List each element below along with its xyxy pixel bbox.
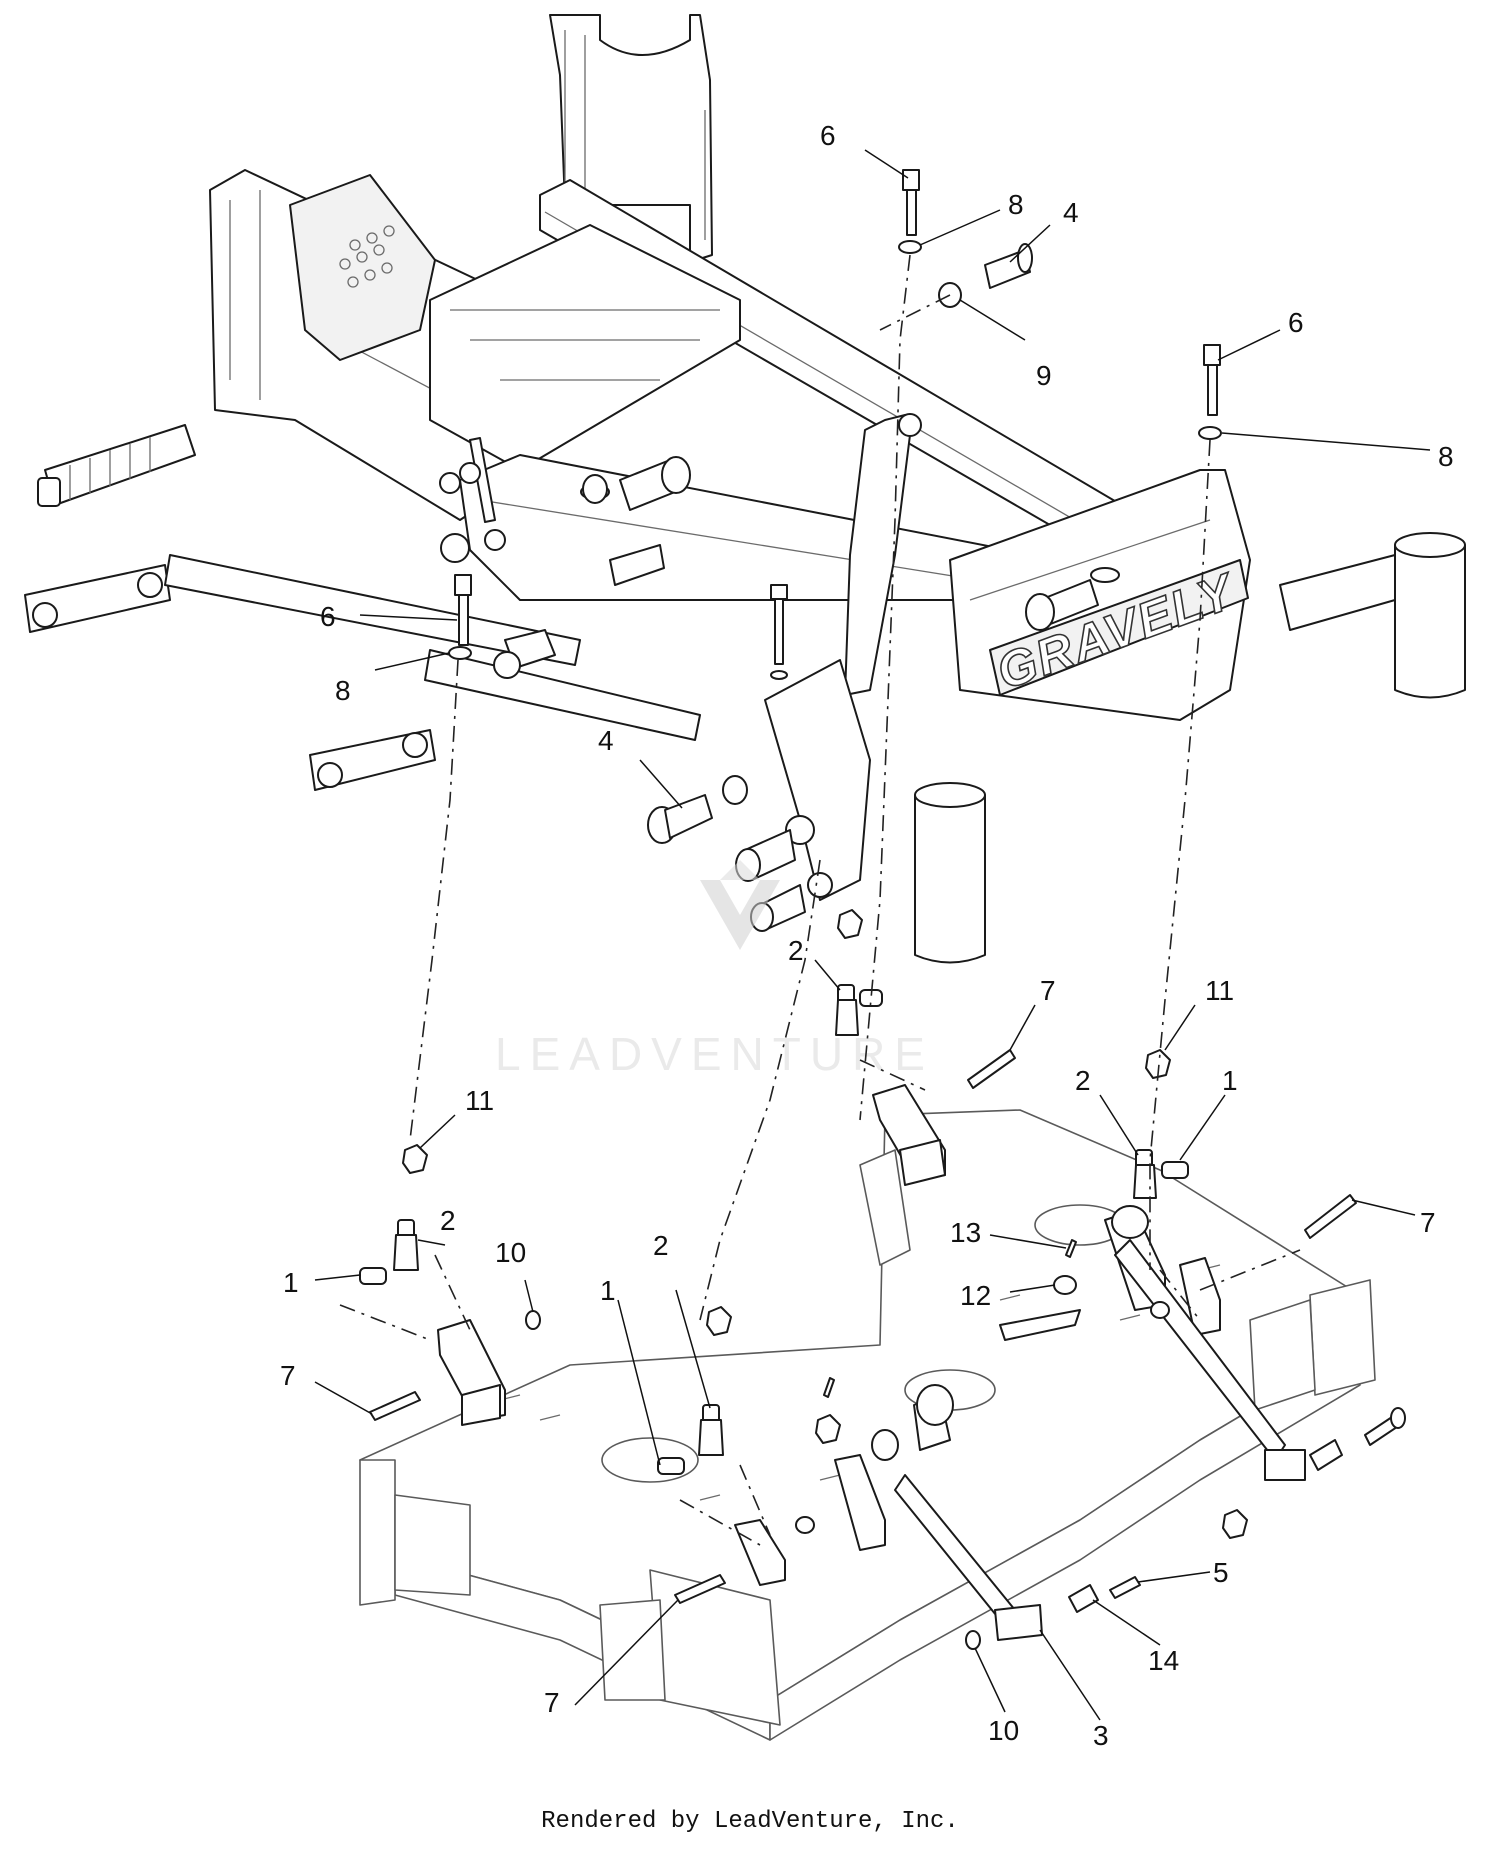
callout-2: 2 [653, 1230, 669, 1261]
callout-6: 6 [820, 120, 836, 151]
callout-6: 6 [320, 601, 336, 632]
callout-10: 10 [988, 1715, 1019, 1746]
callout-8: 8 [335, 675, 351, 706]
mower-deck [359, 1084, 1376, 1741]
callout-13: 13 [950, 1217, 981, 1248]
footer-credit: Rendered by LeadVenture, Inc. [541, 1808, 959, 1835]
callout-1: 1 [283, 1267, 299, 1298]
callout-14: 14 [1148, 1645, 1179, 1676]
callout-10: 10 [495, 1237, 526, 1268]
callout-leaders [314, 149, 1431, 1721]
watermark: LEADVENTURE [495, 860, 934, 1080]
callout-6: 6 [1288, 307, 1304, 338]
callout-11: 11 [465, 1085, 494, 1116]
callout-2: 2 [1075, 1065, 1091, 1096]
callout-2: 2 [788, 935, 804, 966]
callout-2: 2 [440, 1205, 456, 1236]
callout-7: 7 [544, 1687, 560, 1718]
callout-1: 1 [1222, 1065, 1238, 1096]
callout-3: 3 [1093, 1720, 1109, 1751]
callout-12: 12 [960, 1280, 991, 1311]
callout-9: 9 [1036, 360, 1052, 391]
callout-8: 8 [1008, 189, 1024, 220]
callout-4: 4 [598, 725, 614, 756]
callout-1: 1 [600, 1275, 616, 1306]
callout-4: 4 [1063, 197, 1079, 228]
alignment-lines [339, 254, 1301, 1546]
frame-assembly: GRAVELY [24, 14, 1466, 964]
callout-8: 8 [1438, 441, 1454, 472]
callout-7: 7 [1420, 1207, 1436, 1238]
callout-5: 5 [1213, 1557, 1229, 1588]
callout-7: 7 [280, 1360, 296, 1391]
callout-11: 11 [1205, 975, 1234, 1006]
callout-7: 7 [1040, 975, 1056, 1006]
callout-labels: 6 8 4 9 6 8 6 8 4 2 7 11 2 1 7 13 12 11 … [280, 120, 1454, 1751]
watermark-text: LEADVENTURE [495, 1028, 934, 1080]
